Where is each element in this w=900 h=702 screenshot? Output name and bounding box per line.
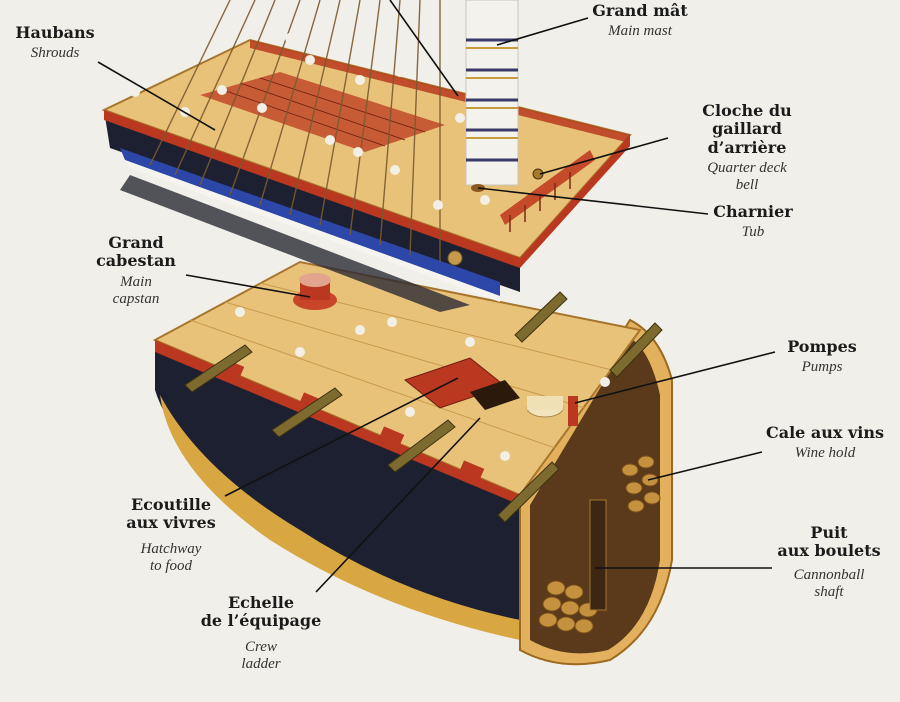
label-shaft-en-2: shaft — [814, 584, 844, 601]
label-bell: Cloche du gaillard d’arrière Quarter dec… — [672, 101, 822, 195]
label-pumps-en: Pumps — [801, 359, 843, 376]
label-tub-en: Tub — [741, 224, 765, 241]
leader-line-tub — [477, 187, 709, 215]
label-crew-ladder: Echelle de l’équipage Crew ladder — [186, 593, 336, 673]
label-wine-hold-fr: Cale aux vins — [765, 423, 885, 442]
label-bell-fr-1: Cloche du — [702, 101, 792, 120]
label-bell-fr-2: gaillard d’arrière — [707, 119, 787, 157]
leader-line-shrouds — [97, 61, 216, 131]
label-main-mast-fr: Grand mât — [592, 1, 688, 20]
label-capstan-en-1: Main — [120, 273, 152, 290]
label-tub-fr: Charnier — [713, 202, 793, 221]
label-main-mast: Grand mât Main mast — [585, 1, 695, 41]
label-main-mast-en: Main mast — [608, 23, 672, 40]
label-hatchway-fr-1: Ecoutille — [130, 495, 212, 514]
label-bell-en-2: bell — [735, 177, 759, 194]
label-tub: Charnier Tub — [708, 202, 798, 242]
label-pumps: Pompes Pumps — [772, 337, 872, 377]
label-capstan-en-2: capstan — [112, 291, 160, 308]
label-ladder-fr-2: de l’équipage — [200, 611, 322, 631]
leader-line-bell — [539, 137, 669, 175]
leader-line-wine-hold — [647, 451, 763, 481]
label-hatchway-en-1: Hatchway — [140, 540, 202, 557]
upper-deck — [101, 0, 632, 312]
label-hatchway-fr-2: aux vivres — [126, 513, 216, 533]
leader-line-ladder — [315, 417, 481, 593]
lower-hull — [152, 260, 673, 666]
label-capstan-fr-1: Grand — [108, 233, 164, 252]
leader-line-capstan — [185, 274, 311, 298]
leader-line-top — [389, 0, 459, 97]
label-shrouds-fr: Haubans — [15, 23, 95, 42]
leader-line-hatchway — [224, 377, 459, 497]
label-shaft-fr-2: aux boulets — [777, 541, 881, 561]
label-wine-hold: Cale aux vins Wine hold — [760, 423, 890, 463]
leader-line-main-mast — [496, 17, 589, 46]
main-mast-drawing — [465, 0, 519, 186]
label-hatchway: Ecoutille aux vivres Hatchway to food — [106, 495, 236, 575]
label-capstan: Grand cabestan Main capstan — [86, 233, 186, 308]
label-ladder-en-1: Crew — [245, 638, 277, 655]
capstan-drawing — [293, 273, 337, 310]
label-cannonball-shaft: Puit aux boulets Cannonball shaft — [770, 523, 888, 601]
label-pumps-fr: Pompes — [787, 337, 857, 356]
label-bell-en-1: Quarter deck — [707, 160, 787, 177]
leader-lines — [97, 0, 776, 593]
label-shaft-fr-1: Puit — [810, 523, 848, 542]
label-ladder-fr-1: Echelle — [227, 593, 295, 612]
label-ladder-en-2: ladder — [241, 656, 281, 673]
label-wine-hold-en: Wine hold — [794, 445, 856, 462]
label-capstan-fr-2: cabestan — [96, 251, 176, 271]
label-shaft-en-1: Cannonball — [793, 566, 865, 583]
label-hatchway-en-2: to food — [149, 558, 193, 575]
label-shrouds: Haubans Shrouds — [10, 23, 100, 63]
leader-line-pumps — [574, 351, 776, 404]
label-shrouds-en: Shrouds — [30, 45, 80, 62]
